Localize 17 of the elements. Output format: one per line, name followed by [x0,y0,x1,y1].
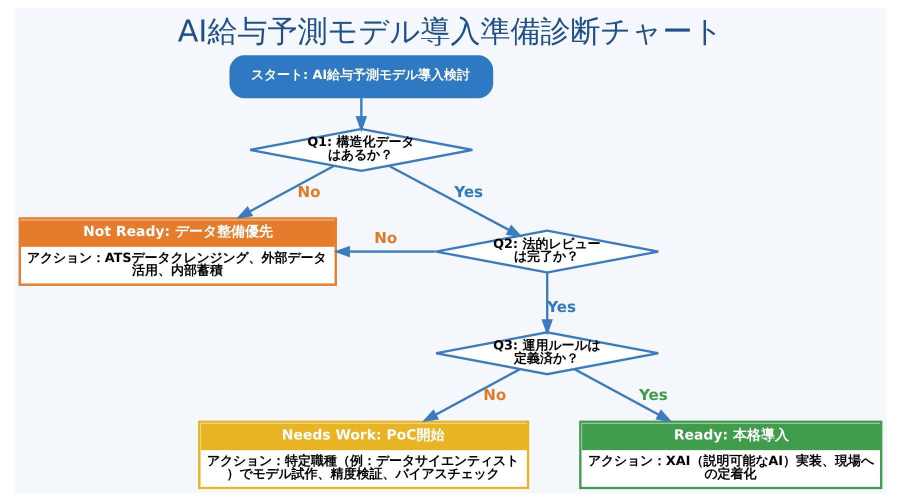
arrow [421,368,520,422]
edge-label: Yes [454,182,483,201]
arrow [236,164,334,219]
node-diamond: Q1: 構造化データはあるか？ [248,128,474,172]
arrow [541,272,552,336]
node-diamond: Q3: 運用ルールは定義済か？ [434,331,659,376]
node-diamond: Q2: 法的レビューは完了か？ [434,229,659,274]
arrow [388,164,522,238]
node-box: スタート: AI給与予測モデル導入検討 [228,55,493,98]
arrow [573,368,672,422]
edge-label: No [374,228,397,247]
arrow [333,246,436,258]
edge-label: No [296,182,320,201]
edge-label: No [482,386,506,404]
arrow [355,98,367,132]
edge-label: Yes [638,386,668,404]
diagram-title: AI給与予測モデル導入準備診断チャート [177,14,723,50]
